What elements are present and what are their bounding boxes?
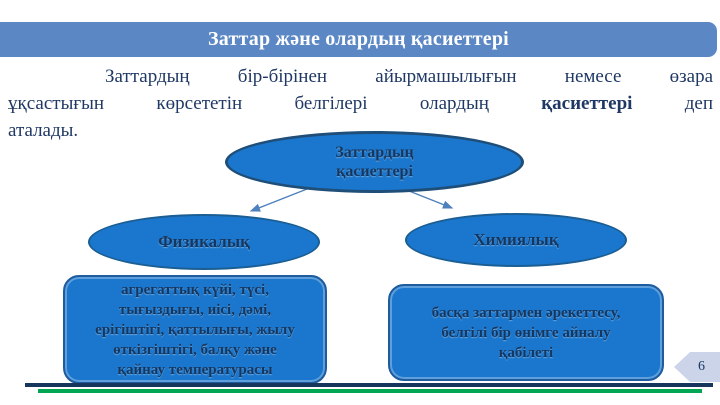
branch-node-chemical: Химиялық xyxy=(405,213,627,267)
branch-node-label: Химиялық xyxy=(473,230,559,249)
detail-line: басқа заттармен әрекеттесу, xyxy=(431,304,621,321)
chemical-details-box: басқа заттармен әрекеттесу, белгілі бір … xyxy=(388,284,664,381)
slide-title: Заттар және олардың қасиеттері xyxy=(208,28,509,50)
definition-paragraph: Заттардың бір-бірінен айырмашылығын неме… xyxy=(8,63,713,144)
detail-line: қабілеті xyxy=(498,344,554,361)
detail-line: тығыздығы, иісі, дәмі, xyxy=(118,301,272,318)
branch-node-label: Физикалық xyxy=(158,232,250,251)
paragraph-line: аталады. xyxy=(8,120,79,141)
footer-line-navy xyxy=(25,383,713,387)
detail-line: белгілі бір өнімге айналу xyxy=(441,324,611,341)
keyword-emphasis: қасиеттері xyxy=(541,93,633,114)
page-number: 6 xyxy=(698,359,705,374)
paragraph-line: ұқсастығын көрсететін белгілері олардың … xyxy=(8,90,713,117)
paragraph-line: Заттардың бір-бірінен айырмашылығын неме… xyxy=(105,66,713,87)
detail-line: өткізгіштігі, балқу және xyxy=(113,341,277,358)
root-node-label-line: Заттардың xyxy=(335,144,414,161)
detail-line: қайнау температурасы xyxy=(117,361,273,378)
slide-title-bar: Заттар және олардың қасиеттері xyxy=(0,22,717,57)
arrow-to-physical xyxy=(249,188,308,212)
root-node-label-line: қасиеттері xyxy=(336,163,413,180)
root-node-properties: Заттардың қасиеттері xyxy=(225,131,524,193)
physical-details-box: агрегаттық күйі, түсі, тығыздығы, иісі, … xyxy=(63,275,327,384)
page-number-tab: 6 xyxy=(674,352,720,382)
detail-line: агрегаттық күйі, түсі, xyxy=(121,281,269,298)
paragraph-text: деп xyxy=(632,93,713,114)
detail-line: ерігіштігі, қаттылығы, жылу xyxy=(95,321,295,338)
paragraph-text: ұқсастығын көрсететін белгілері олардың xyxy=(8,93,542,114)
footer-line-green xyxy=(38,389,702,393)
branch-node-physical: Физикалық xyxy=(88,214,320,270)
